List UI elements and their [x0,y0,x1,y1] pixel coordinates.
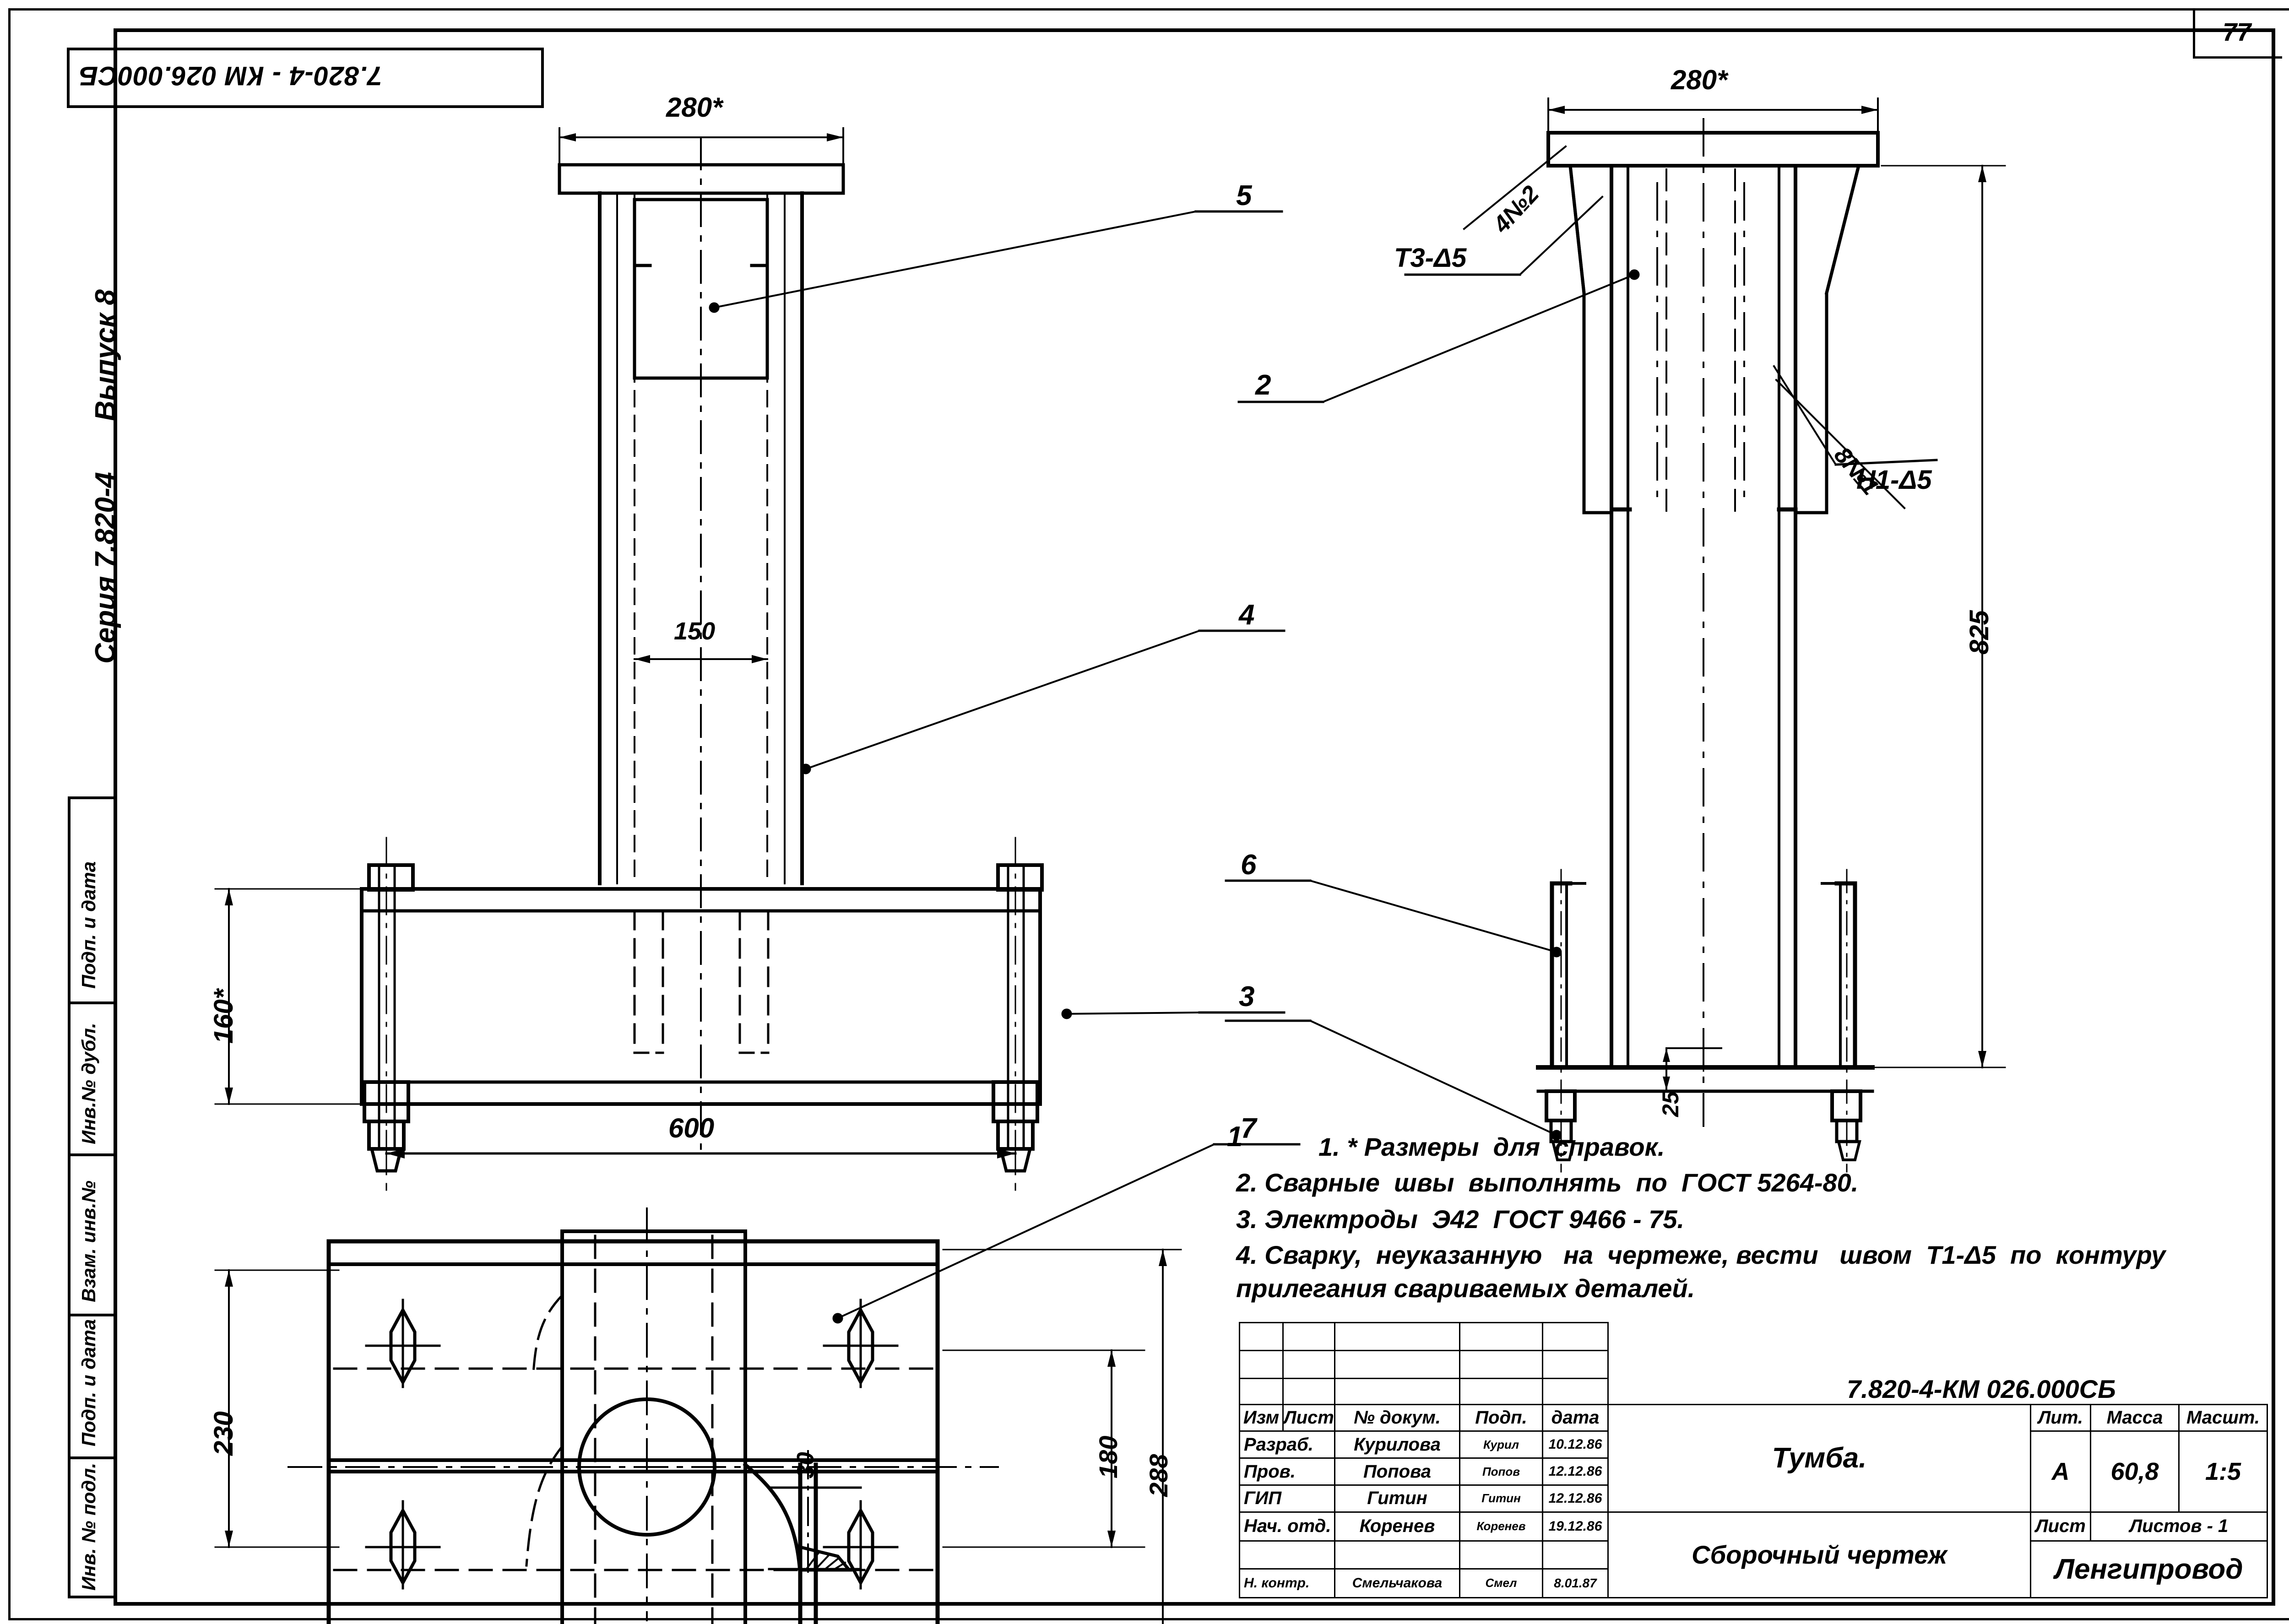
margin-rule-4 [68,1456,117,1459]
margin-rule-5 [68,1596,117,1598]
stamp-blank [1459,1377,1543,1405]
header-docno: № докум. [1334,1403,1460,1432]
dim-front-280: 280* [666,92,723,123]
stamp-blank [1459,1349,1543,1379]
dim-side-25: 25 [1658,1091,1683,1117]
stamp-blank [1239,1349,1284,1379]
margin-left-rule [68,796,71,1598]
stamp-blank [1334,1349,1460,1379]
date-blank [1542,1540,1609,1570]
stamp-blank [1282,1377,1335,1405]
balloon-7: 7 [1241,1113,1257,1144]
scale-value: 1:5 [2178,1430,2268,1513]
role-nkontr: Н. контр. [1239,1568,1335,1599]
dim-front-150: 150 [674,617,716,645]
header-list: Лист [1282,1403,1335,1432]
stamp-blank [1542,1349,1609,1379]
margin-divider [114,28,117,1598]
dim-plan-230: 230 [209,1411,239,1456]
date-nachotd: 19.12.86 [1542,1511,1609,1542]
role-blank [1239,1540,1335,1570]
note-3: 3. Электроды Э42 ГОСТ 9466 - 75. [1236,1205,1685,1234]
header-data: дата [1542,1403,1609,1432]
balloon-4: 4 [1239,599,1255,631]
sign-nachotd: Коренев [1459,1511,1543,1542]
stamp-blank [1239,1322,1284,1351]
header-lit: Лит. [2030,1403,2091,1432]
lit-value: А [2030,1430,2091,1513]
balloon-2: 2 [1255,369,1271,401]
date-nkontr: 8.01.87 [1542,1568,1609,1599]
balloon-1: 1 [1227,1121,1243,1153]
stamp-blank [1542,1377,1609,1405]
dim-plan-30: 30 [792,1452,819,1478]
stamp-blank [1459,1322,1543,1351]
role-prov: Пров. [1239,1457,1335,1486]
header-izm: Изм [1239,1403,1284,1432]
dim-plan-288: 288 [1144,1454,1173,1497]
role-nachotd: Нач. отд. [1239,1511,1335,1542]
weld-symbol-t3: Т3-Δ5 [1394,243,1467,273]
margin-rule-3 [68,1314,117,1316]
sign-gip: Гитин [1459,1484,1543,1513]
note-1: 1. * Размеры для справок. [1318,1132,1665,1161]
name-blank [1334,1540,1460,1570]
product-name: Тумба. [1607,1403,2031,1513]
sheet-outer-frame [8,8,2289,1620]
dim-plan-180: 180 [1094,1435,1123,1478]
balloon-3: 3 [1239,981,1255,1012]
name-nkontr: Смельчакова [1334,1568,1460,1599]
page-number: 77 [2223,17,2251,46]
technical-notes: 1. * Размеры для справок. 2. Сварные швы… [1236,1130,2262,1305]
margin-rule-0 [68,796,117,799]
role-razrab: Разраб. [1239,1430,1335,1459]
header-scale: Масшт. [2178,1403,2268,1432]
date-gip: 12.12.86 [1542,1484,1609,1513]
name-gip: Гитин [1334,1484,1460,1513]
header-mass: Масса [2090,1403,2180,1432]
title-block: 7.820-4-КМ 026.000СБ Изм Лист № доку [1239,1322,2268,1599]
weld-symbol-n1: Н1-Δ5 [1856,465,1932,495]
mass-value: 60,8 [2090,1430,2180,1513]
sign-razrab: Курил [1459,1430,1543,1459]
role-gip: ГИП [1239,1484,1335,1513]
stamp-blank [1334,1377,1460,1405]
stamp-blank [1542,1322,1609,1351]
note-4: 4. Сварку, неуказанную на чертеже, вести… [1236,1240,2166,1269]
note-4-cont: прилегания свариваемых деталей. [1236,1274,1695,1303]
header-podp: Подп. [1459,1403,1543,1432]
sign-blank [1459,1540,1543,1570]
balloon-5: 5 [1236,180,1252,211]
stamp-blank [1282,1349,1335,1379]
note-2: 2. Сварные швы выполнять по ГОСТ 5264-80… [1236,1168,1859,1197]
dim-side-825: 825 [1964,610,1994,655]
stamp-blank [1239,1377,1284,1405]
name-nachotd: Коренев [1334,1511,1460,1542]
organization-name: Ленгипровод [2030,1540,2268,1599]
date-razrab: 10.12.86 [1542,1430,1609,1459]
stamp-blank [1334,1322,1460,1351]
date-prov: 12.12.86 [1542,1457,1609,1486]
stamp-blank [1282,1322,1335,1351]
name-razrab: Курилова [1334,1430,1460,1459]
header-sheet: Лист [2030,1511,2091,1542]
name-prov: Попова [1334,1457,1460,1486]
dim-side-280: 280* [1671,65,1728,95]
document-code-box: 7.820-4 - КМ 026.000СБ [67,48,544,108]
header-sheets: Листов - 1 [2090,1511,2268,1542]
dim-front-160: 160* [209,989,239,1044]
document-name: Сборочный чертеж [1607,1511,2031,1599]
margin-rule-1 [68,1001,117,1004]
sign-nkontr: Смел [1459,1568,1543,1599]
dim-front-600: 600 [668,1113,715,1143]
page-number-box: 77 [2193,8,2282,59]
designation-code: 7.820-4-КМ 026.000СБ [1847,1374,2116,1403]
margin-rule-2 [68,1153,117,1156]
sign-prov: Попов [1459,1457,1543,1486]
balloon-6: 6 [1241,849,1257,881]
